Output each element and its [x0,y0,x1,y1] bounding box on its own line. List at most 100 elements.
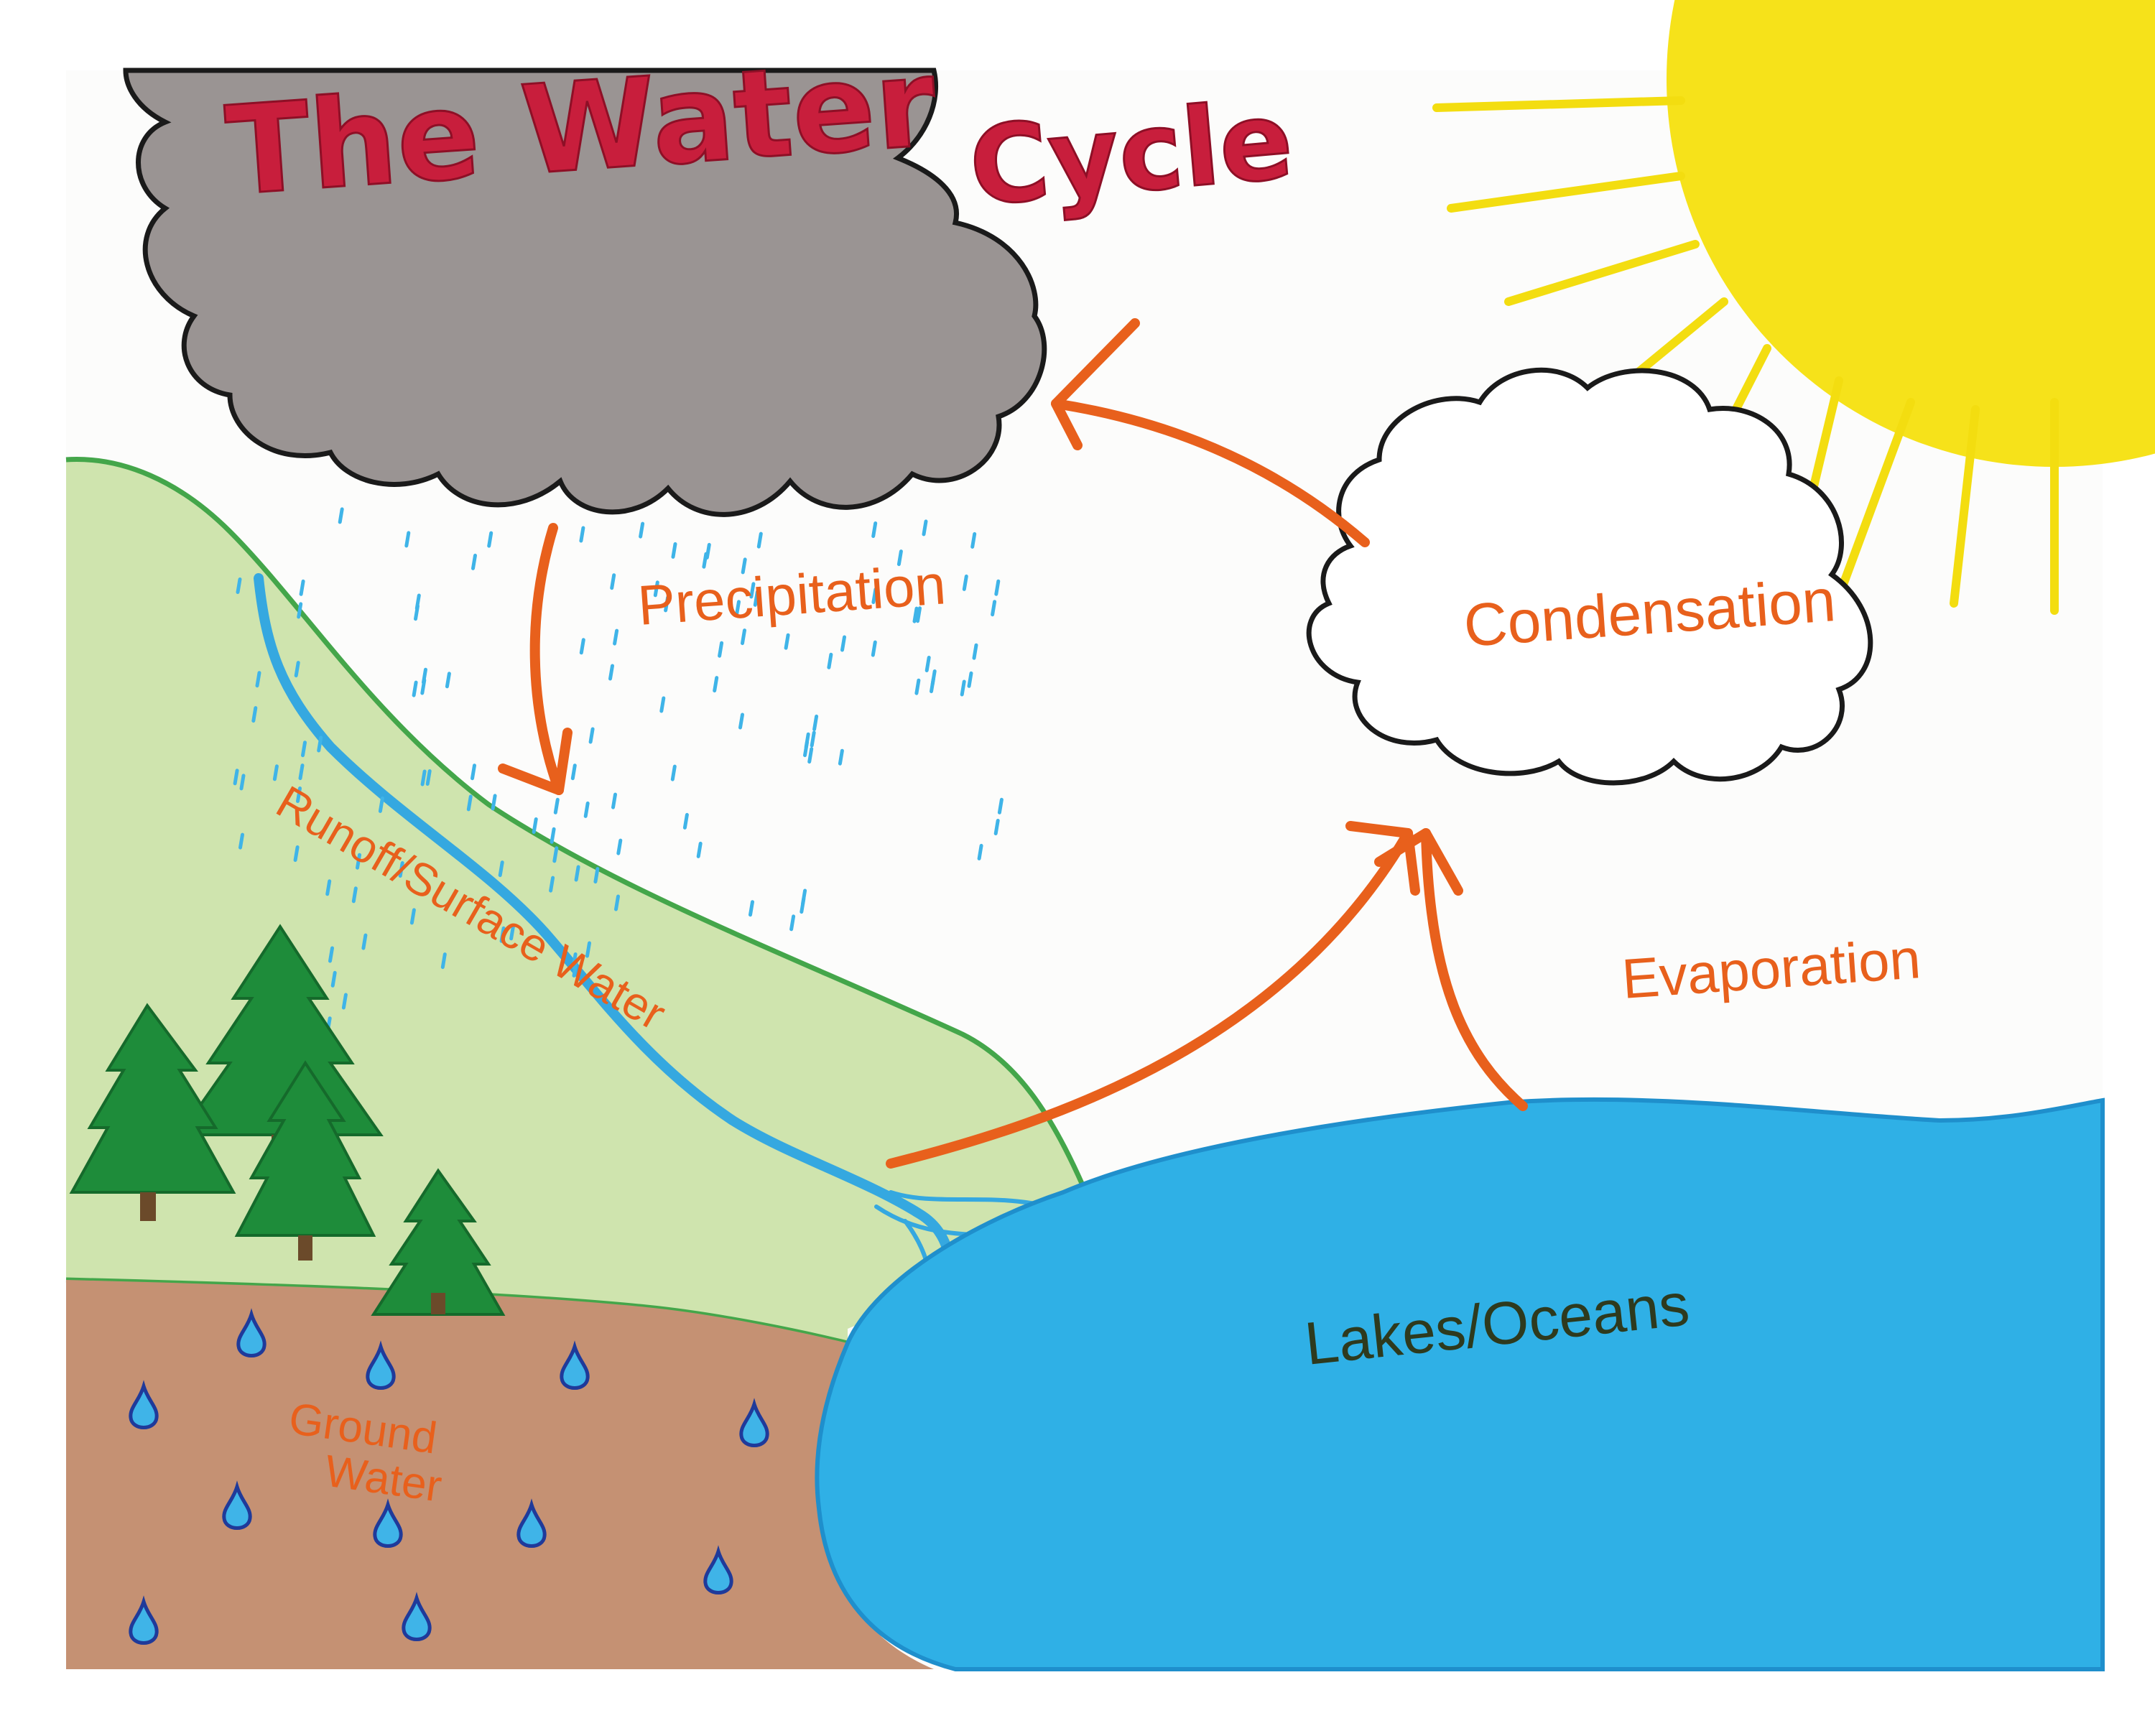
water-drop-icon [222,1480,252,1530]
rain-streak [297,602,303,619]
water-drop-icon [739,1398,769,1447]
sun-icon [1432,0,2155,615]
rain-streak [753,590,759,607]
rain-streak [293,845,300,862]
water-drop-icon [402,1592,432,1641]
rain-streak [810,730,816,748]
rain-streak [972,643,978,660]
hill-outline [65,457,1095,1208]
rain-streak [613,628,619,646]
rain-streak [412,680,418,697]
water-drop-icon [560,1340,590,1390]
rain-streak [338,507,344,524]
rain-streak [608,664,614,681]
rain-streak [356,853,361,870]
rain-streak [272,764,279,781]
rain-streak [509,924,516,941]
water-drop-icon [129,1380,159,1429]
rain-streak [325,879,332,896]
rain-streak [294,661,300,678]
rain-streak [713,676,719,693]
rain-streak [238,832,244,850]
rain-streak [361,933,368,950]
rain-streak [378,796,384,813]
rain-streak [251,706,258,723]
rain-streak [807,747,814,764]
rain-streak [498,860,504,878]
rain-streak [812,714,819,731]
rain-streak [991,600,997,617]
rain-streak [550,827,556,844]
rain-streak [738,712,744,730]
pine-trees [69,924,506,1316]
rain-streak [912,606,919,623]
rain-streak [838,748,844,766]
rain-streak [233,769,239,786]
rain-streak [967,671,973,688]
rain-streak [840,635,846,652]
rain-streak [299,579,305,596]
runoff-evaporation-arrow [886,821,1420,1169]
rain-streak [896,549,903,567]
rain-streak [552,846,559,863]
rain-streak [871,521,878,538]
rain-streak [471,763,476,781]
rain-streak [664,595,670,613]
water-drop-icon [516,1498,547,1548]
water-drop-icon [236,1308,267,1357]
pine-tree-icon [234,1060,376,1261]
rain-streak [871,588,878,604]
rain-streak [420,769,427,786]
rain-streak [301,741,307,758]
rain-streak [466,794,473,812]
rain-streak [549,876,555,893]
rain-streak [487,531,493,548]
rain-streak [614,894,620,911]
rain-streak [670,764,677,781]
rain-streak [914,678,921,695]
rain-streak [236,577,242,594]
rain-streak [317,735,323,753]
rain-streak [341,993,348,1010]
rain-streak [741,628,746,646]
rain-streak [239,774,246,791]
title-part-2: Cycle [965,78,1297,231]
rain-streak [749,900,754,917]
rain-streak [499,926,506,943]
rain-streak [585,941,591,958]
rain-streak [682,812,689,830]
rain-streak [671,542,677,559]
rain-streak [414,593,421,611]
rain-streak [588,727,595,744]
rain-streak [718,641,724,658]
rain-streak [696,841,703,858]
pine-tree-icon [69,1003,236,1221]
condensation-to-cloud-arrow [1051,318,1370,547]
rain-cloud-icon [123,68,1047,517]
rain-streak [611,792,617,809]
rain-streak [922,519,928,537]
rain-streak [298,763,305,781]
rain-streak [409,908,416,925]
rain-streak [593,867,600,884]
rain-drops [233,507,1004,1072]
water-drop-icon [129,1595,159,1645]
lake-ocean [815,1097,2105,1671]
rain-streak [616,838,623,855]
rain-streak [532,817,538,834]
rain-streak [994,579,1001,596]
rain-streak [801,888,807,906]
rain-streak [789,914,796,932]
rain-streak [491,794,497,811]
rain-streak [960,679,966,697]
rain-streak [993,819,1000,835]
water-drop-icon [703,1545,733,1595]
rain-streak [471,553,477,570]
rain-streak [924,656,931,672]
rain-streak [653,580,659,598]
rain-streak [404,531,411,548]
rain-streak [930,669,937,686]
rain-streak [705,542,711,560]
rain-streak [570,763,577,781]
